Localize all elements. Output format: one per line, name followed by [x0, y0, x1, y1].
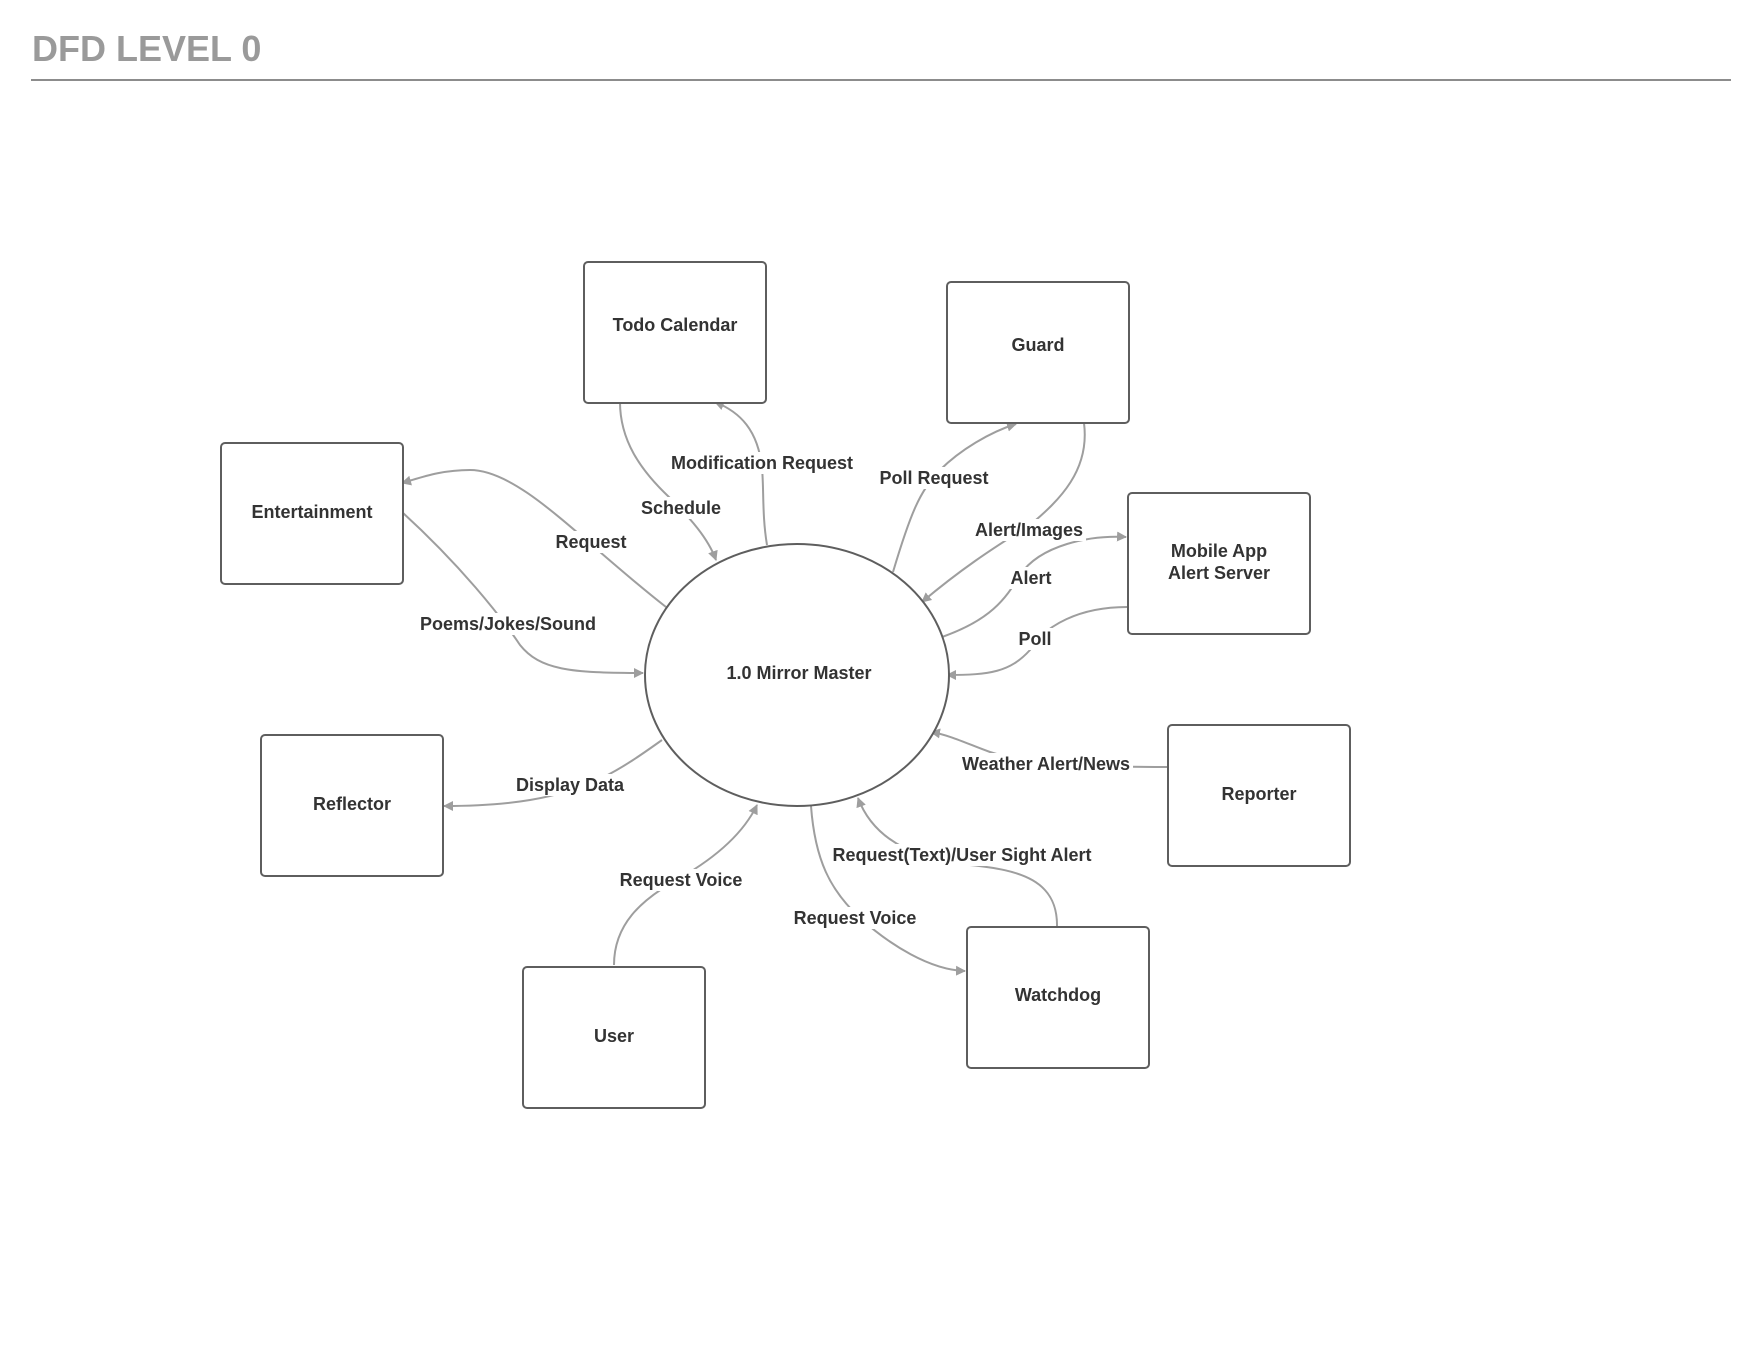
flow-request-voice-watchdog-line[interactable] — [810, 805, 966, 976]
flow-label-request: Request — [555, 532, 626, 552]
entity-guard-label: Guard — [1011, 335, 1064, 355]
flow-label-background — [876, 467, 992, 489]
flow-label-modification: Modification Request — [671, 453, 853, 473]
entity-watchdog[interactable]: Watchdog — [966, 926, 1150, 1069]
flow-alert-images-line[interactable] — [921, 422, 1086, 603]
entity-user-label: User — [594, 1026, 634, 1046]
flow-label-background — [829, 844, 1095, 866]
entity-todo-calendar[interactable]: Todo Calendar — [583, 261, 767, 404]
flow-label-background — [512, 774, 629, 796]
flow-poll-request-line[interactable] — [892, 421, 1017, 573]
flow-poems-line[interactable] — [401, 511, 644, 678]
flow-label-background — [971, 519, 1087, 541]
flow-label-poll: Poll — [1018, 629, 1051, 649]
flow-label-background — [1007, 567, 1055, 589]
flow-label-alert-images: Alert/Images — [975, 520, 1083, 540]
title-divider — [31, 79, 1731, 81]
flow-label-poems: Poems/Jokes/Sound — [420, 614, 596, 634]
flow-label-background — [958, 753, 1134, 775]
flow-label-background — [1015, 628, 1055, 650]
flow-request-line[interactable] — [401, 468, 667, 608]
entity-reflector[interactable]: Reflector — [260, 734, 444, 877]
flow-label-background — [667, 452, 857, 474]
process-mirror-master[interactable]: 1.0 Mirror Master — [644, 543, 950, 807]
page-title: DFD LEVEL 0 — [32, 28, 262, 69]
entity-mobile-app-label-line1: Mobile App — [1171, 541, 1267, 561]
flow-label-alert: Alert — [1010, 568, 1051, 588]
flow-label-display: Display Data — [516, 775, 625, 795]
flow-schedule-line[interactable] — [619, 401, 718, 561]
flow-label-request-voice-user: Request Voice — [620, 870, 743, 890]
entity-reporter-label: Reporter — [1221, 784, 1296, 804]
entity-mobile-app-label-line2: Alert Server — [1168, 563, 1270, 583]
entity-reporter[interactable]: Reporter — [1167, 724, 1351, 867]
entity-guard[interactable]: Guard — [946, 281, 1130, 424]
flow-label-background — [416, 613, 600, 635]
entity-entertainment[interactable]: Entertainment — [220, 442, 404, 585]
entity-user[interactable]: User — [522, 966, 706, 1109]
flow-label-request-voice-watchdog: Request Voice — [794, 908, 917, 928]
flow-label-poll-request: Poll Request — [879, 468, 988, 488]
entity-entertainment-label: Entertainment — [251, 502, 372, 522]
flow-label-sight-alert: Request(Text)/User Sight Alert — [832, 845, 1091, 865]
entity-watchdog-label: Watchdog — [1015, 985, 1101, 1005]
flow-label-background — [616, 869, 746, 891]
flow-display-line[interactable] — [443, 739, 663, 811]
flow-label-schedule: Schedule — [641, 498, 721, 518]
flow-label-background — [637, 497, 725, 519]
entity-todo-calendar-label: Todo Calendar — [613, 315, 738, 335]
flow-label-weather: Weather Alert/News — [962, 754, 1130, 774]
flow-label-background — [552, 531, 630, 553]
entity-mobile-app-alert-server[interactable]: Mobile App Alert Server — [1127, 492, 1311, 635]
entity-reflector-label: Reflector — [313, 794, 391, 814]
process-mirror-master-label: 1.0 Mirror Master — [726, 663, 871, 683]
flow-label-background — [790, 907, 920, 929]
flow-labels: Request Poems/Jokes/Sound Schedule Modif… — [416, 452, 1134, 929]
